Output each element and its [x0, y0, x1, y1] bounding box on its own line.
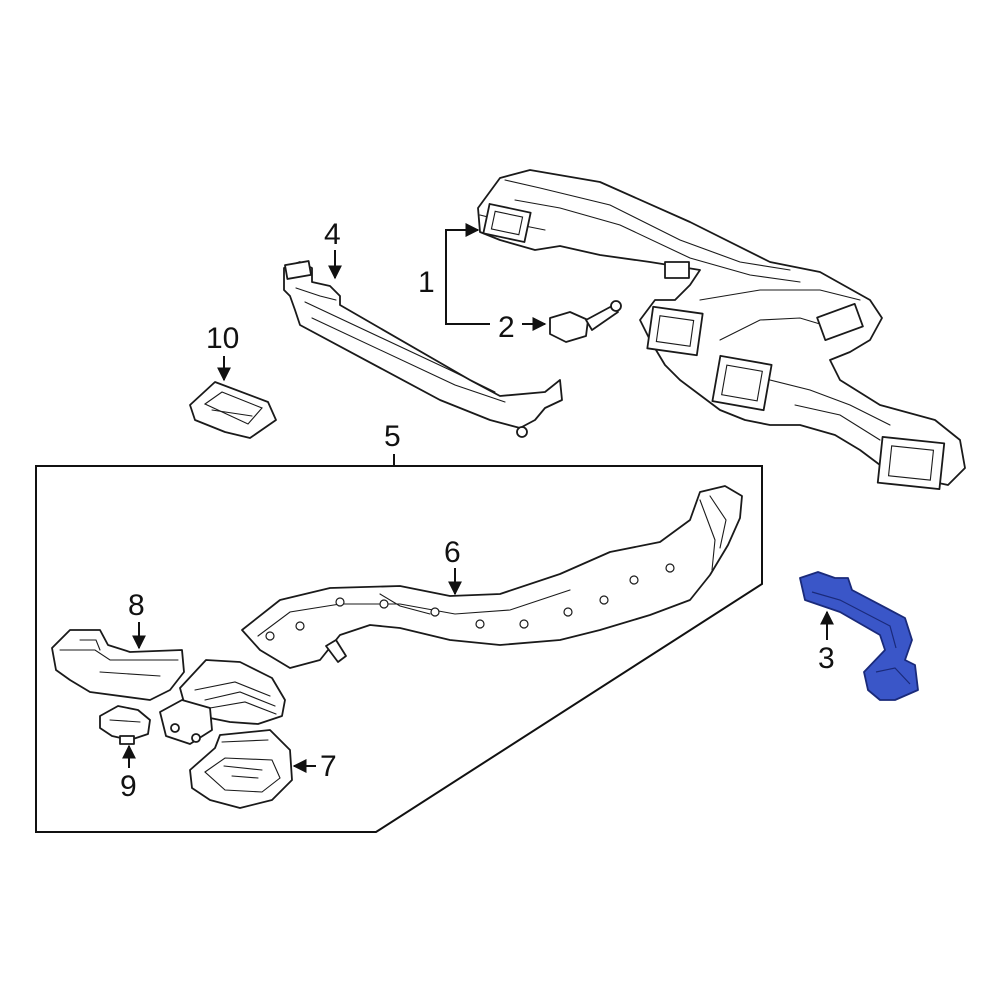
- callout-9-group: 9: [120, 744, 137, 803]
- assembly-box: [35, 454, 763, 833]
- callout-7: 7: [320, 750, 337, 783]
- callout-2: 2: [498, 311, 515, 344]
- callout-8: 8: [128, 589, 145, 622]
- callout-6: 6: [444, 536, 461, 569]
- actuator-motor[interactable]: [99, 705, 151, 745]
- callout-4: 4: [324, 218, 341, 251]
- callout-1: 1: [418, 266, 435, 299]
- floor-outlet[interactable]: [189, 729, 293, 809]
- callout-3-group: 3: [818, 610, 835, 675]
- mode-door-housing[interactable]: [159, 659, 286, 745]
- small-vent[interactable]: [189, 381, 277, 439]
- callout-10-group: 10: [206, 322, 239, 382]
- main-duct-assembly[interactable]: [477, 169, 966, 491]
- callout-9: 9: [120, 770, 137, 803]
- callout-2-group: 2: [498, 311, 547, 344]
- highlighted-rear-duct[interactable]: [799, 571, 919, 701]
- callout-1-group: 1: [418, 223, 490, 325]
- callout-4-group: 4: [324, 218, 342, 280]
- callout-6-group: 6: [444, 536, 462, 596]
- defroster-duct[interactable]: [283, 260, 563, 438]
- callout-5-group: 5: [384, 420, 401, 453]
- rear-duct-segment[interactable]: [51, 629, 185, 701]
- callout-8-group: 8: [128, 589, 146, 650]
- callout-3: 3: [818, 642, 835, 675]
- callout-10: 10: [206, 322, 239, 355]
- callout-7-group: 7: [292, 750, 337, 783]
- callout-5: 5: [384, 420, 401, 453]
- sensor-part[interactable]: [549, 300, 622, 343]
- floor-duct[interactable]: [241, 485, 743, 669]
